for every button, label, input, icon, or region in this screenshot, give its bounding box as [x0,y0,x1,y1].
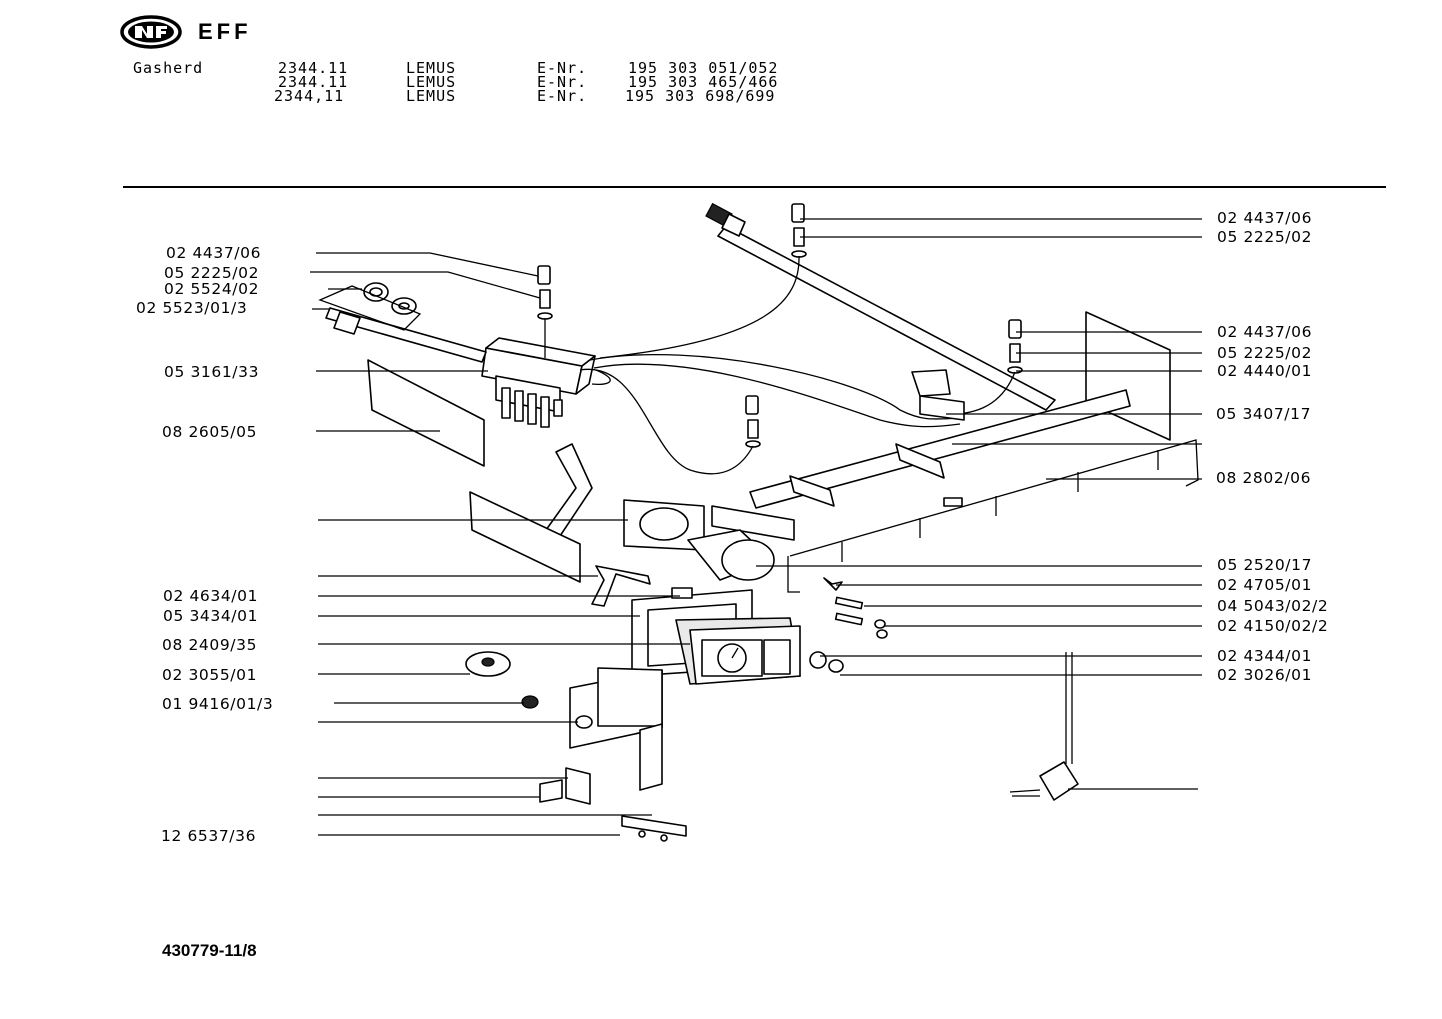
bar-clip-left [789,475,835,507]
part-label: 02 4437/06 [166,244,261,262]
nozzle-parts [318,282,422,335]
gas-pipe [705,202,1056,411]
right-leaders [756,218,1202,790]
model-name: LEMUS [406,73,457,91]
model-name: LEMUS [406,87,457,105]
thermocouple-top [599,203,807,359]
part-label: 02 4344/01 [1217,647,1312,665]
rail-frame [787,439,1199,593]
right-bracket [1085,311,1171,441]
part-label: 02 3055/01 [162,666,257,684]
header-divider [123,186,1386,188]
brand-letters: EFF [198,19,252,44]
lower-plate [469,491,581,583]
enr-label: E-Nr. [537,87,588,105]
part-label: 05 3434/01 [163,607,258,625]
enr-label: E-Nr. [537,73,588,91]
part-label: 05 3407/17 [1216,405,1311,423]
clock-timer [631,589,844,685]
part-label: 01 9416/01/3 [162,695,273,713]
enr-value: 195 303 465/466 [628,73,779,91]
thermocouple-left [537,265,553,358]
wire-loop-c [591,369,611,386]
part-label: 05 2225/02 [1217,344,1312,362]
part-label: 02 4440/01 [1217,362,1312,380]
part-label: 04 5043/02/2 [1217,597,1328,615]
neff-logo [120,15,182,49]
ignition-module [911,369,965,421]
manifold-pipe [325,307,487,363]
part-label: 02 4437/06 [1217,209,1312,227]
rear-bracket [711,505,795,541]
part-label: 02 3026/01 [1217,666,1312,684]
part-label: 02 4150/02/2 [1217,617,1328,635]
model-number: 2344.11 [278,59,349,77]
wire-loop-a [589,354,961,420]
heat-shield [367,359,485,467]
thermocouple-middle [579,368,761,475]
clip-small [671,587,693,599]
part-label: 08 2605/05 [162,423,257,441]
part-label: 02 5524/02 [164,280,259,298]
part-label: 05 2225/02 [164,264,259,282]
enr-label: E-Nr. [537,59,588,77]
document-number: 430779-11/8 [162,941,257,960]
cross-bar [749,389,1131,509]
part-label: 05 2225/02 [1217,228,1312,246]
model-number: 2344.11 [278,73,349,91]
enr-value: 195 303 698/699 [625,87,776,105]
small-parts [823,577,888,639]
timer-cap [687,529,775,581]
bent-tube [545,443,593,537]
gasket-plate [623,499,705,551]
screw [521,695,539,709]
part-label: 08 2802/06 [1216,469,1311,487]
part-label: 08 2409/35 [162,636,257,654]
wire-loop-b [593,363,961,428]
bar-clip-right [895,443,945,479]
left-leaders [310,252,690,836]
part-label: 02 4705/01 [1217,576,1312,594]
power-cord [1009,652,1079,801]
part-label: 02 4634/01 [163,587,258,605]
model-name: LEMUS [406,59,457,77]
switch-parts [539,767,687,842]
mounting-plate [569,667,663,791]
enr-value: 195 303 051/052 [628,59,779,77]
knob [465,651,511,677]
product-name: Gasherd [133,59,204,77]
part-label: 02 4437/06 [1217,323,1312,341]
part-label: 02 5523/01/3 [136,299,247,317]
part-label: 05 2520/17 [1217,556,1312,574]
model-number: 2344,11 [274,87,345,105]
part-label: 12 6537/36 [161,827,256,845]
part-label: 05 3161/33 [164,363,259,381]
gas-valve-block [481,337,596,428]
